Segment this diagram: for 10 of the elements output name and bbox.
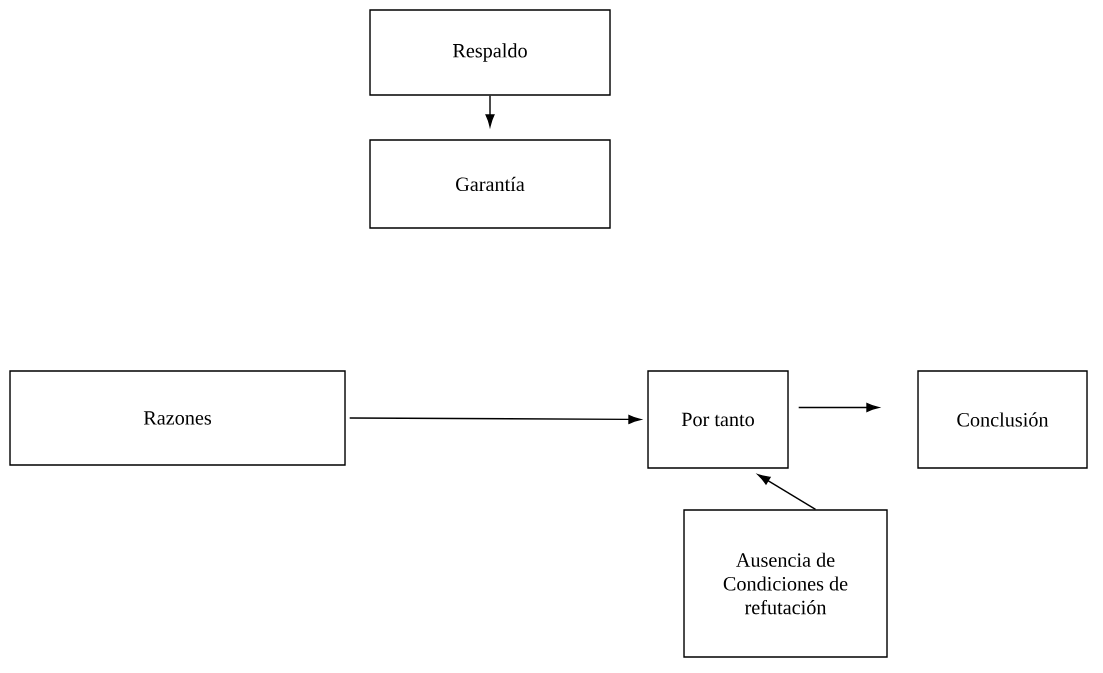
text-box: Garantía: [369, 139, 611, 229]
text-box: Por tanto: [647, 370, 789, 469]
arrow: [485, 95, 495, 127]
arrow: [349, 414, 641, 424]
text-box: Conclusión: [917, 370, 1088, 469]
text-box: Respaldo: [369, 9, 611, 96]
arrow: [798, 402, 879, 413]
text-box: Ausencia de Condiciones de refutación: [683, 509, 888, 658]
arrow: [757, 474, 817, 510]
text-box: Razones: [9, 370, 346, 466]
